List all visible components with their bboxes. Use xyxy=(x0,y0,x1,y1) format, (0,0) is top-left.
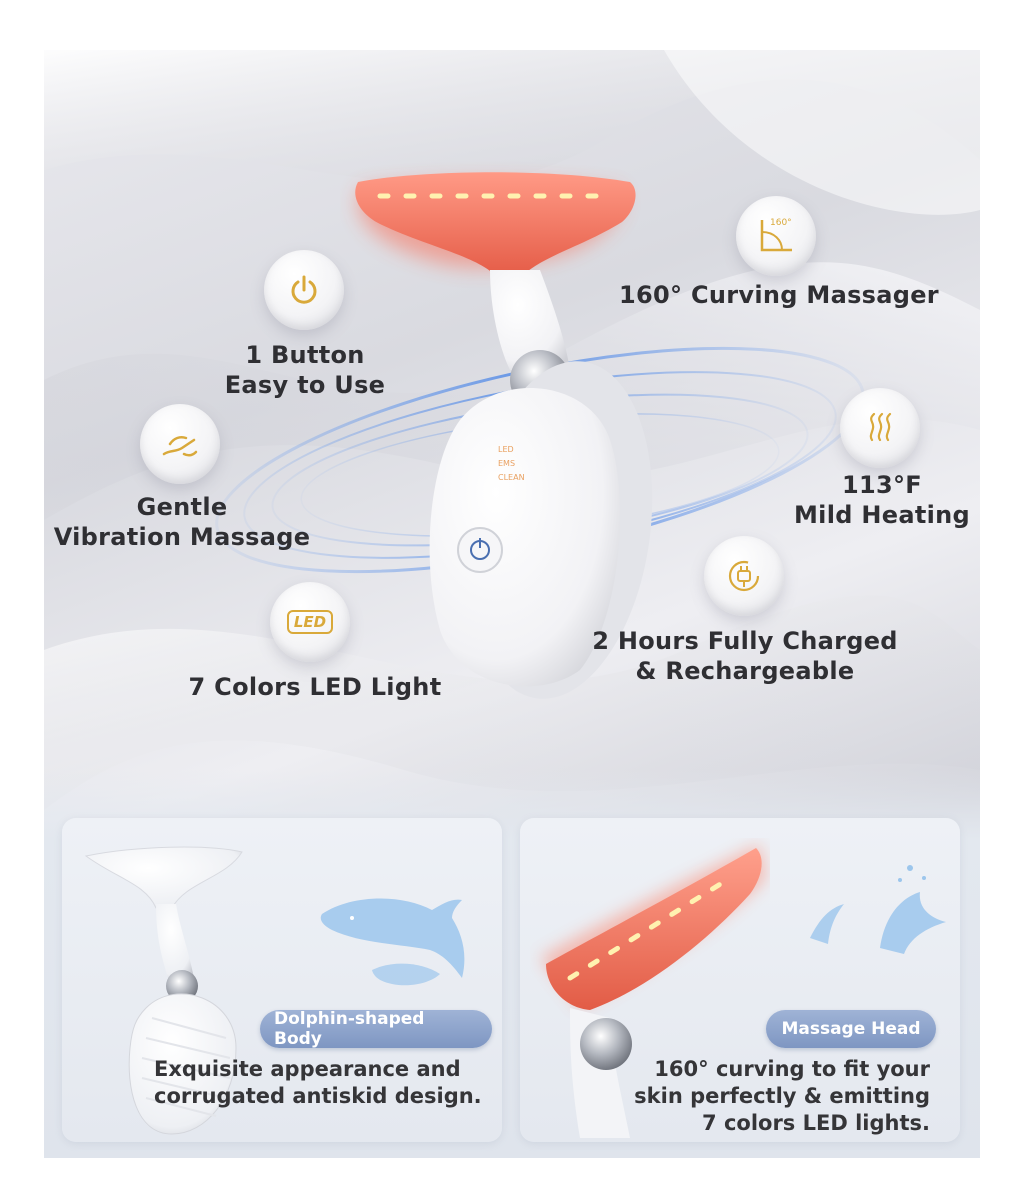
massage-head-image xyxy=(540,844,766,1138)
led-icon: LED xyxy=(270,582,350,662)
panel-dolphin-body: Dolphin-shaped Body Exquisite appearance… xyxy=(62,818,502,1142)
heat-waves-icon xyxy=(840,388,920,468)
feature-charging: 2 Hours Fully Charged & Rechargeable xyxy=(580,626,910,686)
power-icon xyxy=(264,250,344,330)
massage-head-desc-line2: skin perfectly & emitting xyxy=(634,1084,930,1108)
dolphin-water-icon xyxy=(320,898,465,986)
feature-led-label: 7 Colors LED Light xyxy=(188,673,442,701)
dolphin-body-desc-line2: corrugated antiskid design. xyxy=(154,1084,482,1108)
dolphin-body-badge: Dolphin-shaped Body xyxy=(260,1009,492,1049)
feature-one-button: 1 Button Easy to Use xyxy=(210,340,400,400)
feature-curving-label: 160° Curving Massager xyxy=(619,281,939,309)
panel-massage-head: Massage Head 160° curving to fit your sk… xyxy=(520,818,960,1142)
hand-icon xyxy=(140,404,220,484)
feature-curving: 160° Curving Massager xyxy=(606,280,952,310)
massage-head-description: 160° curving to fit your skin perfectly … xyxy=(634,1056,930,1137)
device-screen-clean: CLEAN xyxy=(498,473,525,482)
feature-vibration-line1: Gentle xyxy=(136,493,228,521)
angle-icon: 160° xyxy=(736,196,816,276)
feature-heating: 113°F Mild Heating xyxy=(780,470,984,530)
feature-charging-line1: 2 Hours Fully Charged xyxy=(592,627,898,655)
feature-heating-line1: 113°F xyxy=(842,471,922,499)
feature-led: 7 Colors LED Light xyxy=(180,672,450,702)
massage-head-desc-line3: 7 colors LED lights. xyxy=(702,1111,930,1135)
device-screen-led: LED xyxy=(498,445,514,454)
angle-icon-text: 160° xyxy=(770,218,792,228)
massage-head-badge: Massage Head xyxy=(766,1010,936,1048)
dolphin-device-image xyxy=(84,846,243,1135)
water-splash-icon xyxy=(810,865,946,954)
neck-massager-device: LED EMS CLEAN xyxy=(355,172,653,699)
plug-icon xyxy=(704,536,784,616)
feature-one-button-line1: 1 Button xyxy=(245,341,365,369)
massage-head-desc-line1: 160° curving to fit your xyxy=(654,1057,930,1081)
device-screen-ems: EMS xyxy=(498,459,515,468)
feature-charging-line2: & Rechargeable xyxy=(635,657,855,685)
dolphin-body-description: Exquisite appearance and corrugated anti… xyxy=(154,1056,482,1110)
feature-heating-line2: Mild Heating xyxy=(794,501,970,529)
feature-vibration: Gentle Vibration Massage xyxy=(46,492,318,552)
feature-one-button-line2: Easy to Use xyxy=(224,371,386,399)
dolphin-body-desc-line1: Exquisite appearance and xyxy=(154,1057,461,1081)
led-icon-text: LED xyxy=(286,610,334,634)
feature-vibration-line2: Vibration Massage xyxy=(53,523,311,551)
